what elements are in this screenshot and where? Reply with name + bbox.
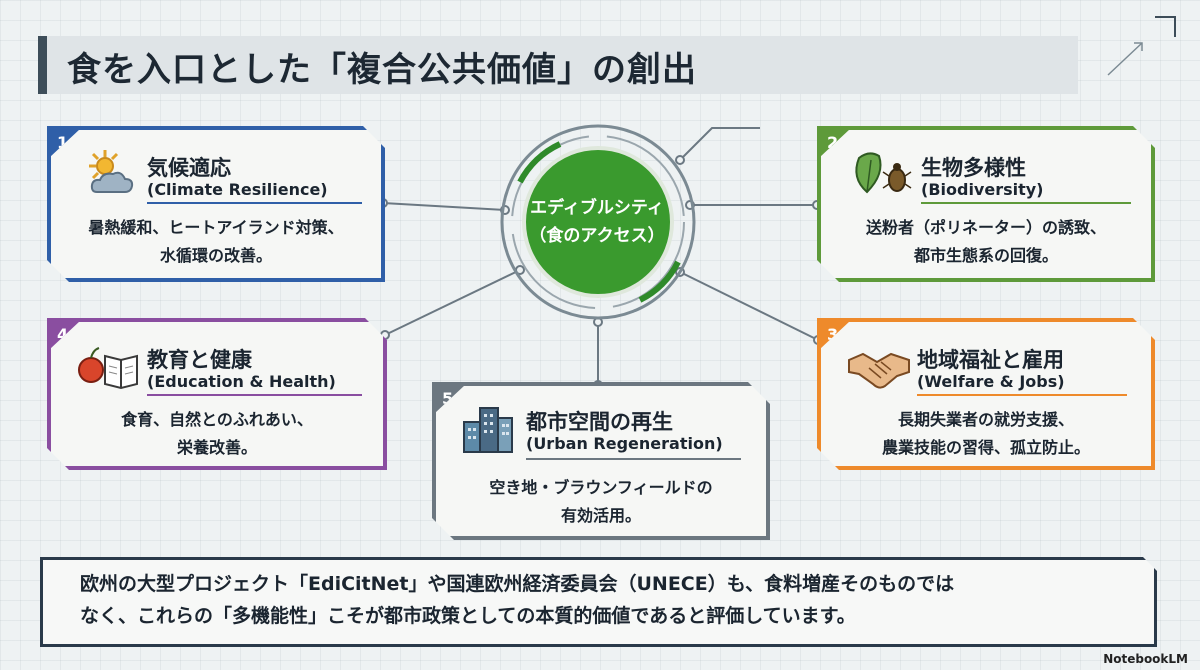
summary-line-1: 欧州の大型プロジェクト「EdiCitNet」や国連欧州経済委員会（UNECE）も… [80,573,955,595]
card-subtitle: (Urban Regeneration) [526,434,723,453]
sun-cloud-icon [83,148,137,198]
card-body: 食育、自然とのふれあい、 栄養改善。 [51,406,383,462]
card-body-line-2: 有効活用。 [560,506,641,525]
summary-text: 欧州の大型プロジェクト「EdiCitNet」や国連欧州経済委員会（UNECE）も… [80,568,1120,632]
card-subtitle: (Biodiversity) [921,180,1044,199]
card-title: 都市空間の再生 [526,410,673,434]
card-subtitle: (Education & Health) [147,372,336,391]
card-subtitle: (Welfare & Jobs) [917,372,1065,391]
corner-decoration [1107,16,1176,76]
card-body-line-2: 都市生態系の回復。 [913,246,1058,265]
card-body-line-1: 空き地・ブラウンフィールドの [489,478,713,497]
leaf-beetle-icon [849,148,913,198]
summary-line-2: なく、これらの「多機能性」こそが都市政策としての本質的価値であると評価しています… [80,605,856,627]
card-number: 3 [820,321,850,349]
handshake-icon [847,346,911,390]
card-number: 1 [50,129,80,157]
card-body: 長期失業者の就労支援、 農業技能の習得、孤立防止。 [821,406,1151,462]
card-body-line-1: 暑熱緩和、ヒートアイランド対策、 [88,218,344,237]
brand-logo: NotebookLM [1103,652,1188,666]
hub-line-1: エディブルシティ [530,198,664,218]
card-body: 暑熱緩和、ヒートアイランド対策、 水循環の改善。 [51,214,381,270]
card-body-line-1: 食育、自然とのふれあい、 [121,410,313,429]
card-climate-resilience: 1 気候適応 (Climate Resilience) 暑熱緩和、ヒートアイラン… [47,126,385,282]
page-title: 食を入口とした「複合公共価値」の創出 [67,50,697,90]
card-body-line-2: 栄養改善。 [176,438,257,457]
buildings-icon [460,404,516,454]
card-urban-regeneration: 5 都市空間の再生 (Urban Regeneration) 空き地・ブラウンフ… [432,382,770,540]
summary-box [40,557,1157,647]
card-body-line-2: 農業技能の習得、孤立防止。 [881,438,1090,457]
divider [147,202,362,204]
card-body-line-1: 送粉者（ポリネーター）の誘致、 [865,218,1106,237]
card-subtitle: (Climate Resilience) [147,180,328,199]
card-title: 気候適応 [147,156,231,180]
card-education-health: 4 教育と健康 (Education & Health) 食育、自然とのふれあい… [47,318,387,470]
card-body-line-1: 長期失業者の就労支援、 [897,410,1074,429]
hub-line-2: （食のアクセス） [529,226,665,246]
card-biodiversity: 2 生物多様性 (Biodiversity) 送粉者（ポリネーター）の誘致、 都… [817,126,1155,282]
card-body: 送粉者（ポリネーター）の誘致、 都市生態系の回復。 [821,214,1151,270]
card-title: 地域福祉と雇用 [917,348,1064,372]
divider [147,394,362,396]
title-bar: 食を入口とした「複合公共価値」の創出 [38,36,1078,94]
divider [921,202,1131,204]
card-body: 空き地・ブラウンフィールドの 有効活用。 [436,474,766,530]
card-number: 2 [820,129,850,157]
card-title: 生物多様性 [921,156,1026,180]
divider [917,394,1127,396]
hub-label: エディブルシティ （食のアクセス） [497,194,697,250]
card-title: 教育と健康 [147,348,252,372]
apple-book-icon [75,342,139,392]
card-welfare-jobs: 3 地域福祉と雇用 (Welfare & Jobs) 長期失業者の就労支援、 農… [817,318,1155,470]
divider [526,458,741,460]
card-body-line-2: 水循環の改善。 [159,246,272,265]
